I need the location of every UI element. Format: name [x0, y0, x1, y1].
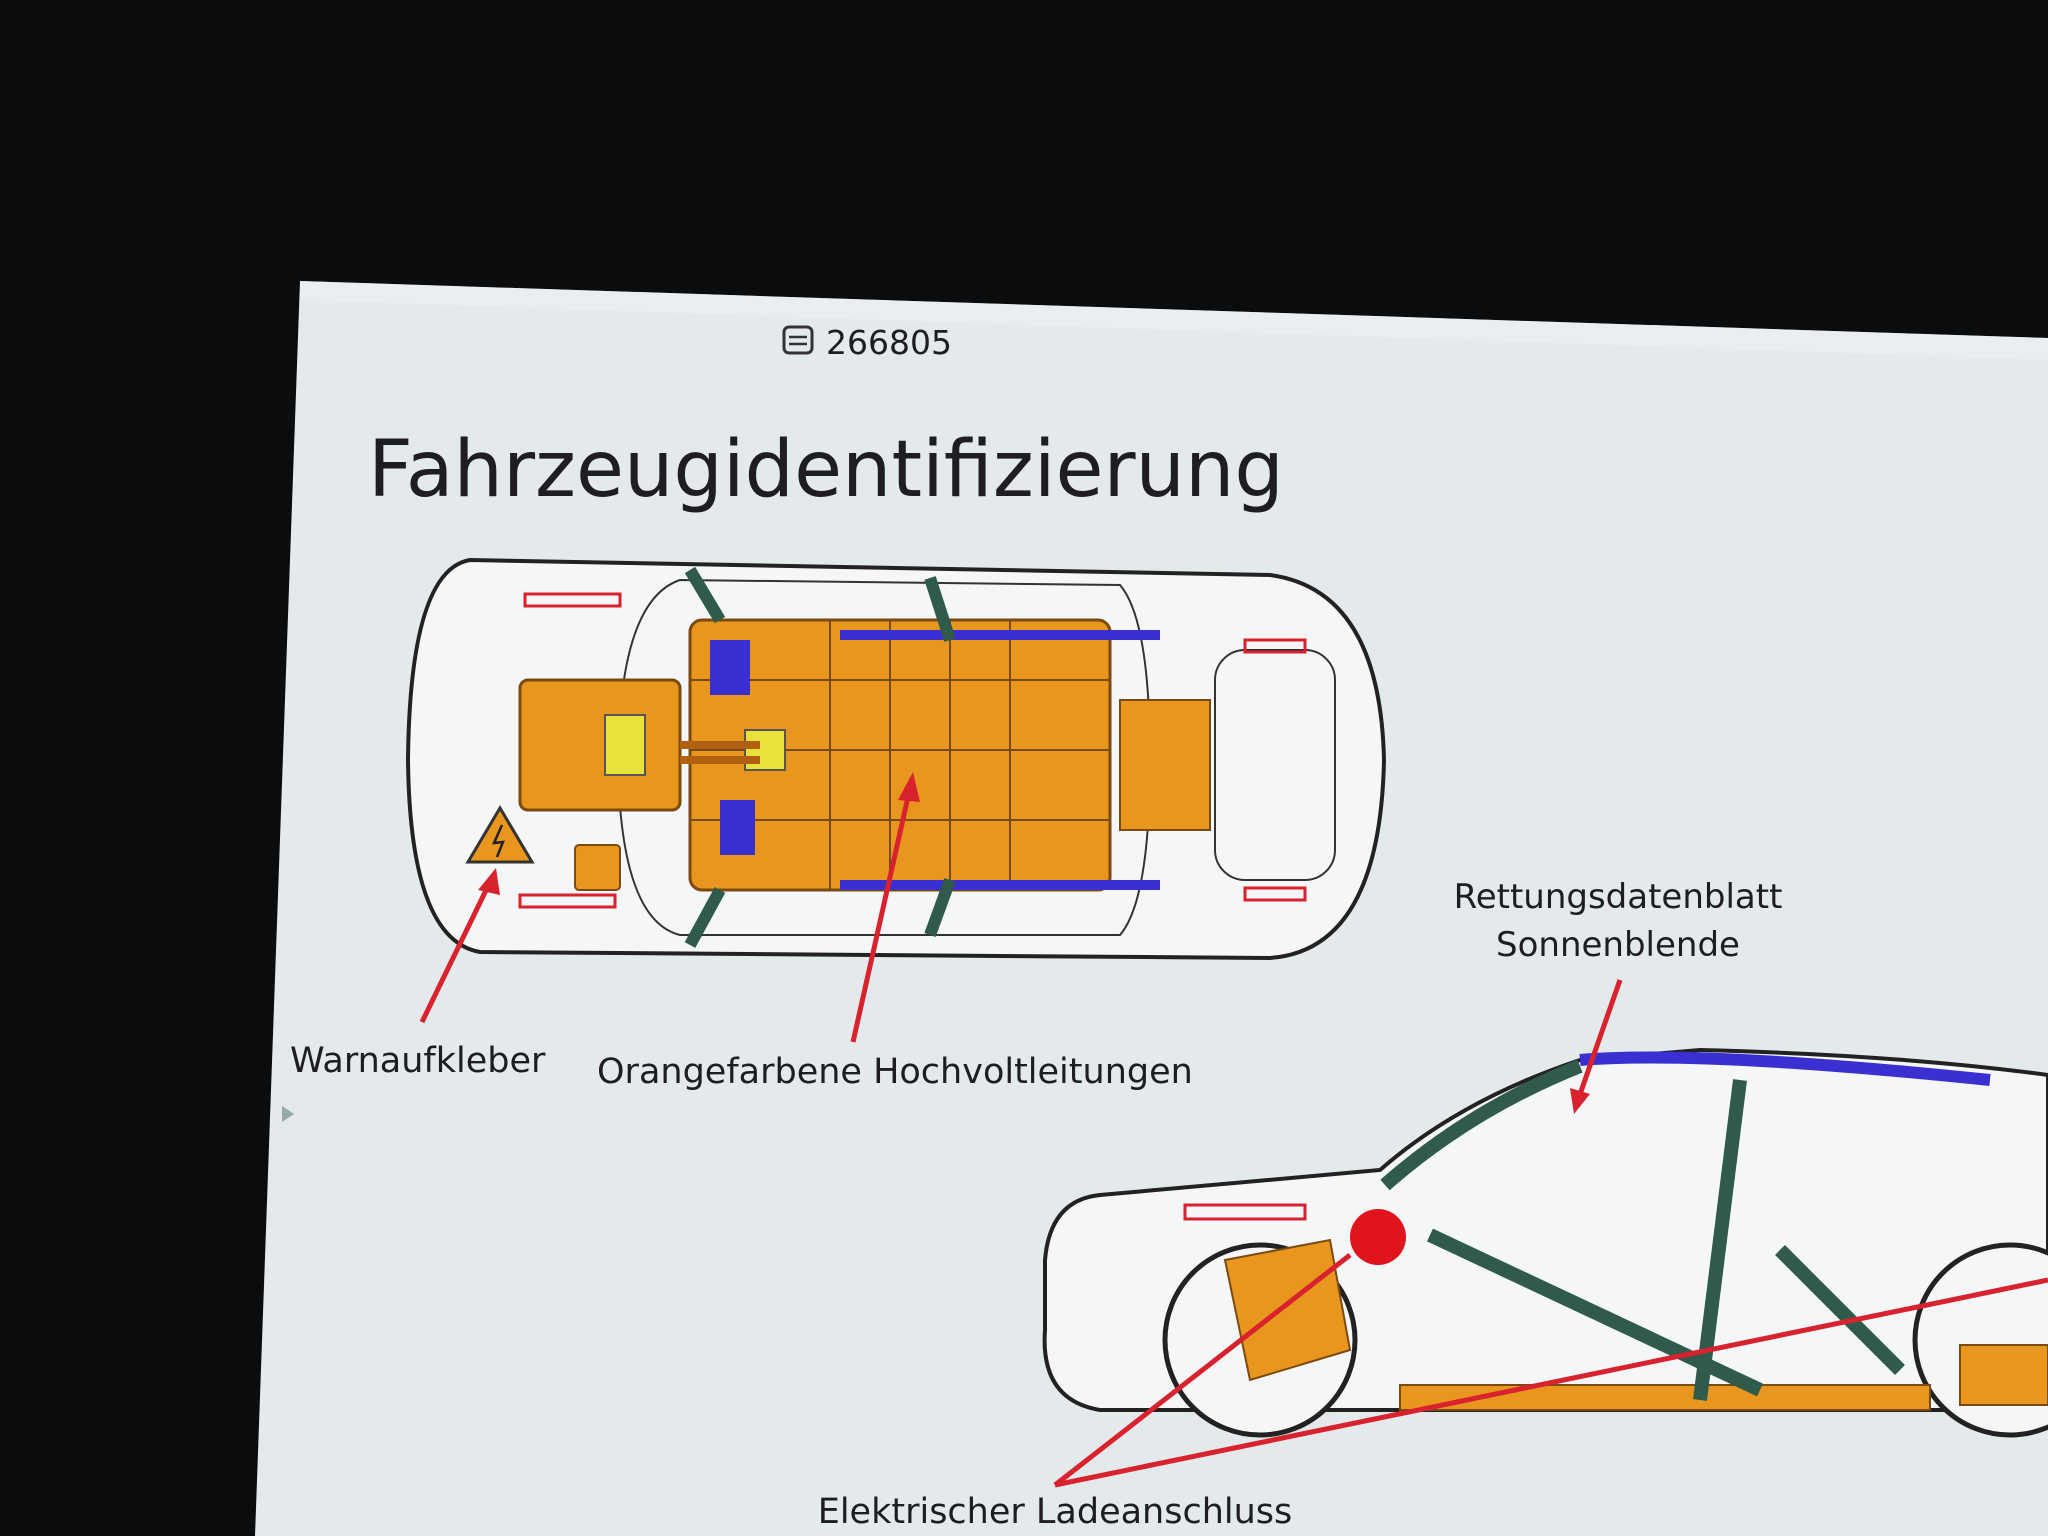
- label-hv-cables: Orangefarbene Hochvoltleitungen: [597, 1052, 1193, 1092]
- car-top-view-diagram: [405, 557, 1387, 961]
- label-warning-sticker: Warnaufkleber: [290, 1041, 546, 1081]
- document-swap-icon: [782, 325, 814, 355]
- high-voltage-warning-icon: [465, 805, 535, 864]
- car-side-view-diagram: [1042, 1047, 2048, 1438]
- label-charging-port: Elektrischer Ladeanschluss: [818, 1492, 1293, 1532]
- label-rescue-sheet-line2: Sonnenblende: [1496, 925, 1740, 965]
- label-rescue-sheet-line1: Rettungsdatenblatt: [1454, 877, 1783, 917]
- charging-port-marker: [1350, 1209, 1406, 1265]
- annotation-arrows: [419, 772, 2048, 1488]
- slide-nav-arrow-icon[interactable]: [282, 1106, 294, 1122]
- document-number: 266805: [826, 323, 952, 362]
- page-title: Fahrzeugidentifizierung: [368, 425, 1284, 515]
